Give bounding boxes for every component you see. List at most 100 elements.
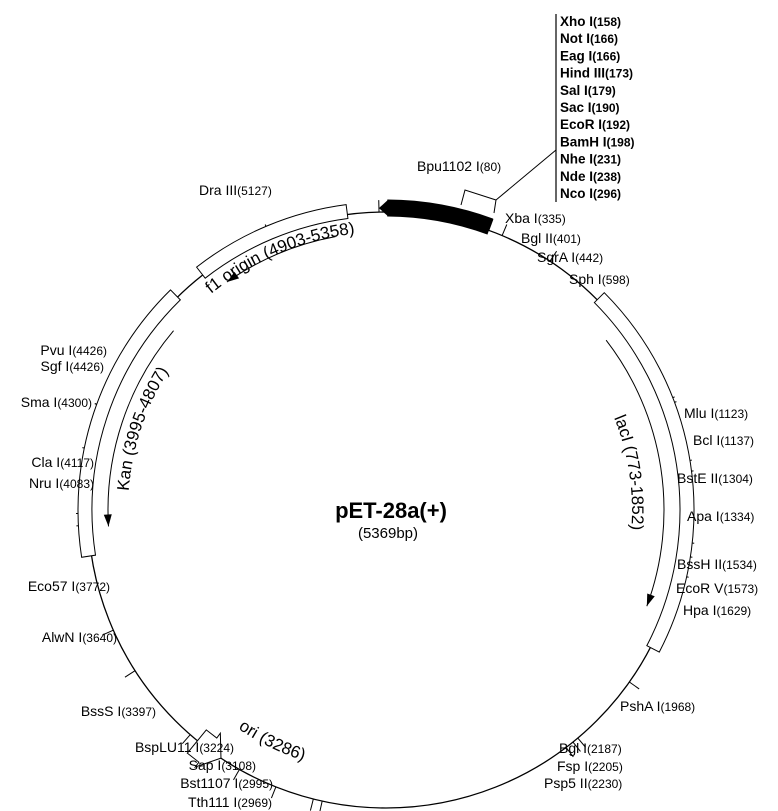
site-name: Psp5 II bbox=[544, 775, 588, 791]
site-tick-bsplu11-i bbox=[233, 769, 240, 781]
site-position: (4117) bbox=[60, 456, 94, 470]
site-tick-tth111-i bbox=[319, 800, 323, 811]
site-label-sma-i: Sma I(4300) bbox=[21, 394, 92, 410]
site-label-bsss-i: BssS I(3397) bbox=[81, 703, 156, 719]
site-tick-bst1107-i bbox=[309, 798, 314, 811]
site-label-bpu1102-i: Bpu1102 I(80) bbox=[417, 158, 501, 174]
mcs-site-nco-i: Nco I(296) bbox=[560, 186, 621, 201]
mcs-region-bracket bbox=[460, 189, 497, 214]
mcs-site-position: (192) bbox=[602, 118, 630, 132]
site-label-bgl-ii: Bgl II(401) bbox=[521, 230, 581, 246]
site-name: Nru I bbox=[29, 475, 59, 491]
site-tick-bsss-i bbox=[181, 734, 191, 745]
site-label-hpa-i: Hpa I(1629) bbox=[683, 602, 751, 618]
mcs-site-position: (166) bbox=[590, 32, 618, 46]
mcs-site-name: Sac I bbox=[560, 100, 592, 115]
ori-shape bbox=[186, 729, 222, 768]
site-name: Sph I bbox=[569, 271, 602, 287]
site-label-dra-iii: Dra III(5127) bbox=[199, 182, 272, 198]
site-label-pvu-i: Pvu I(4426) bbox=[40, 342, 107, 358]
site-label-bssh-ii: BssH II(1534) bbox=[677, 556, 757, 572]
site-label-bgl-i: Bgl I(2187) bbox=[559, 740, 622, 756]
mcs-site-name: Xho I bbox=[560, 14, 593, 29]
site-position: (2205) bbox=[588, 760, 623, 774]
f1-origin-4903-5358-block bbox=[195, 204, 349, 279]
site-position: (4426) bbox=[69, 360, 104, 374]
site-label-bste-ii: BstE II(1304) bbox=[677, 470, 753, 486]
mcs-site-position: (179) bbox=[588, 84, 616, 98]
kan-3995-4807-direction-line bbox=[107, 330, 174, 527]
plasmid-size: (5369bp) bbox=[358, 525, 418, 542]
site-name: Xba I bbox=[505, 210, 538, 226]
site-label-cla-i: Cla I(4117) bbox=[31, 454, 94, 470]
site-position: (2187) bbox=[587, 742, 622, 756]
site-name: Dra III bbox=[199, 182, 237, 198]
mcs-site-name: Sal I bbox=[560, 83, 588, 98]
mcs-site-not-i: Not I(166) bbox=[560, 31, 618, 46]
site-position: (3224) bbox=[199, 741, 234, 755]
site-name: Sap I bbox=[189, 757, 222, 773]
site-position: (442) bbox=[575, 251, 603, 265]
ori-3286-label: ori (3286) bbox=[236, 716, 308, 764]
site-name: Bpu1102 I bbox=[417, 158, 480, 174]
site-position: (3108) bbox=[221, 759, 256, 773]
mcs-site-position: (158) bbox=[593, 15, 621, 29]
site-label-xba-i: Xba I(335) bbox=[505, 210, 566, 226]
site-tick-sap-i bbox=[270, 786, 277, 799]
feature-labels: f1 origin (4903-5358)Kan (3995-4807)lacI… bbox=[114, 219, 647, 765]
mcs-site-position: (198) bbox=[607, 135, 635, 149]
site-name: Eco57 I bbox=[28, 578, 75, 594]
mcs-site-eag-i: Eag I(166) bbox=[560, 48, 620, 63]
site-name: Bcl I bbox=[693, 432, 720, 448]
site-label-mlu-i: Mlu I(1123) bbox=[684, 405, 748, 421]
mcs-site-nhe-i: Nhe I(231) bbox=[560, 152, 621, 167]
site-position: (4083) bbox=[59, 477, 94, 491]
site-labels: Bpu1102 I(80) Xba I(335) Bgl II(401) SgrA I… bbox=[21, 158, 758, 810]
site-position: (1573) bbox=[723, 582, 758, 596]
mcs-site-name: Hind III bbox=[560, 66, 605, 81]
site-name: Fsp I bbox=[557, 758, 588, 774]
site-label-sgra-i: SgrA I(442) bbox=[537, 249, 603, 265]
mcs-site-name: BamH I bbox=[560, 134, 607, 149]
mcs-site-position: (238) bbox=[593, 170, 621, 184]
mcs-site-xho-i: Xho I(158) bbox=[560, 14, 621, 29]
mcs-site-position: (166) bbox=[592, 49, 620, 63]
ori-arrow bbox=[186, 729, 222, 768]
site-name: Bst1107 I bbox=[180, 775, 238, 791]
site-label-sph-i: Sph I(598) bbox=[569, 271, 630, 287]
laci-773-1852-block bbox=[593, 291, 695, 653]
site-position: (4426) bbox=[72, 344, 107, 358]
site-name: BssS I bbox=[81, 703, 121, 719]
site-tick-alwn-i bbox=[124, 670, 136, 678]
mcs-site-name: Nhe I bbox=[560, 152, 593, 167]
site-position: (2995) bbox=[238, 777, 273, 791]
feature-blocks bbox=[77, 199, 695, 768]
site-name: BssH II bbox=[677, 556, 722, 572]
mcs-site-bamh-i: BamH I(198) bbox=[560, 134, 635, 149]
site-name: Pvu I bbox=[40, 342, 72, 358]
kan-3995-4807-arrow bbox=[103, 514, 112, 527]
site-label-sgf-i: Sgf I(4426) bbox=[41, 358, 104, 374]
site-name: Sma I bbox=[21, 394, 58, 410]
mcs-site-name: Not I bbox=[560, 31, 590, 46]
mcs-site-name: EcoR I bbox=[560, 117, 602, 132]
site-label-fsp-i: Fsp I(2205) bbox=[557, 758, 623, 774]
site-label-apa-i: Apa I(1334) bbox=[687, 508, 754, 524]
site-name: Cla I bbox=[31, 454, 60, 470]
site-tick-fsp-i bbox=[572, 741, 581, 752]
mcs-site-name: Nde I bbox=[560, 169, 593, 184]
mcs-site-ecor-i: EcoR I(192) bbox=[560, 117, 630, 132]
site-position: (1137) bbox=[720, 434, 754, 448]
site-position: (1968) bbox=[660, 700, 695, 714]
site-label-bst1107-i: Bst1107 I(2995) bbox=[180, 775, 273, 791]
site-position: (3640) bbox=[82, 631, 117, 645]
site-tick-psp5-ii bbox=[565, 747, 574, 758]
laci-773-1852-direction-line bbox=[605, 339, 665, 607]
mcs-site-name: Nco I bbox=[560, 186, 593, 201]
site-tick-psha-i bbox=[629, 681, 640, 690]
mcs-site-position: (231) bbox=[593, 153, 621, 167]
site-label-psp5-ii: Psp5 II(2230) bbox=[544, 775, 622, 791]
site-name: Sgf I bbox=[41, 358, 70, 374]
site-position: (2969) bbox=[237, 796, 272, 810]
